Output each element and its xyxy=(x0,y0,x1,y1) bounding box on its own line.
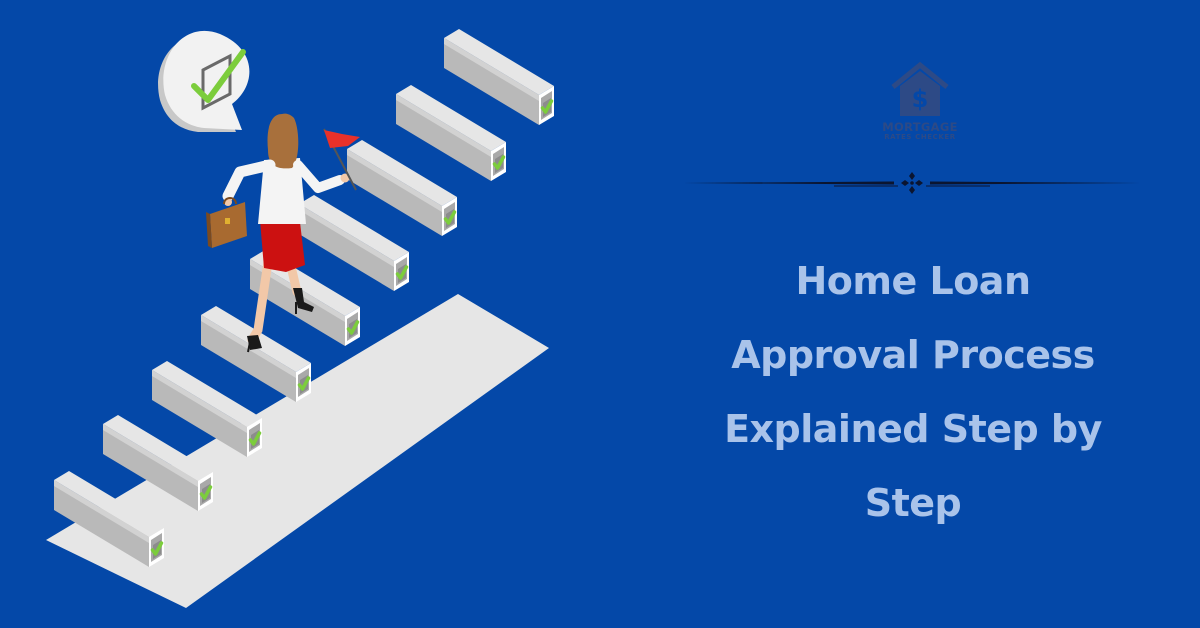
speech-bubble-checkbox-icon xyxy=(158,30,250,132)
flag-icon xyxy=(323,128,360,191)
headline-line-1: Home Loan xyxy=(795,259,1031,303)
step-3 xyxy=(150,359,264,459)
quatrefoil-ornament-icon xyxy=(901,172,923,194)
step-8 xyxy=(394,83,508,183)
logo: $ MORTGAGE RATES CHECKER xyxy=(872,62,968,154)
step-6 xyxy=(297,193,411,293)
headline: Home Loan Approval Process Explained Ste… xyxy=(690,244,1136,540)
logo-title: MORTGAGE xyxy=(882,120,958,134)
step-7 xyxy=(345,138,459,238)
floor-path xyxy=(46,294,549,608)
step-9 xyxy=(442,27,556,127)
businesswoman-figure xyxy=(206,113,360,353)
headline-line-3: Explained Step by xyxy=(724,407,1102,451)
briefcase-icon xyxy=(206,197,247,248)
house-dollar-icon: $ xyxy=(891,62,949,116)
ornamental-divider xyxy=(684,172,1140,194)
headline-line-2: Approval Process xyxy=(731,333,1095,377)
stairs-illustration xyxy=(46,27,556,608)
logo-subtitle: RATES CHECKER xyxy=(884,133,956,141)
svg-text:$: $ xyxy=(912,85,929,113)
headline-line-4: Step xyxy=(864,481,962,525)
